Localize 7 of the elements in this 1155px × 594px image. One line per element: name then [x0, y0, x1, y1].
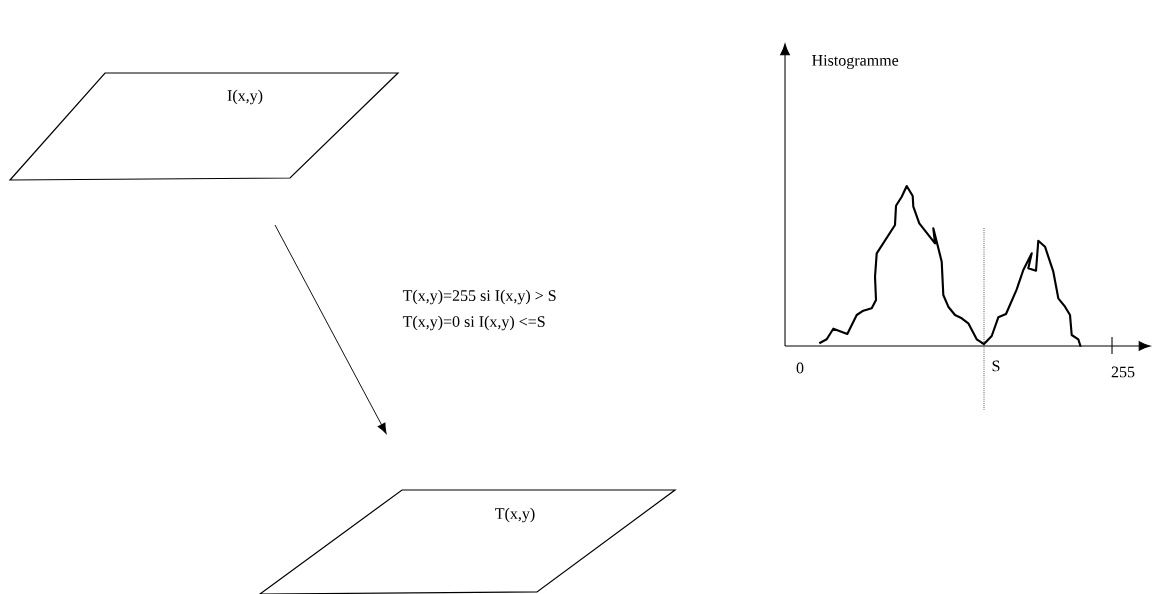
- condition-text: T(x,y)=255 si I(x,y) > S: [402, 289, 556, 305]
- tick-label: 0: [796, 362, 804, 374]
- condition-text: T(x,y)=0 si I(x,y) <=S: [402, 315, 545, 331]
- axis-title: Histogramme: [812, 54, 899, 70]
- tick-label: 255: [1111, 366, 1135, 378]
- arrow: [274, 224, 387, 434]
- tick-label: S: [992, 360, 1000, 372]
